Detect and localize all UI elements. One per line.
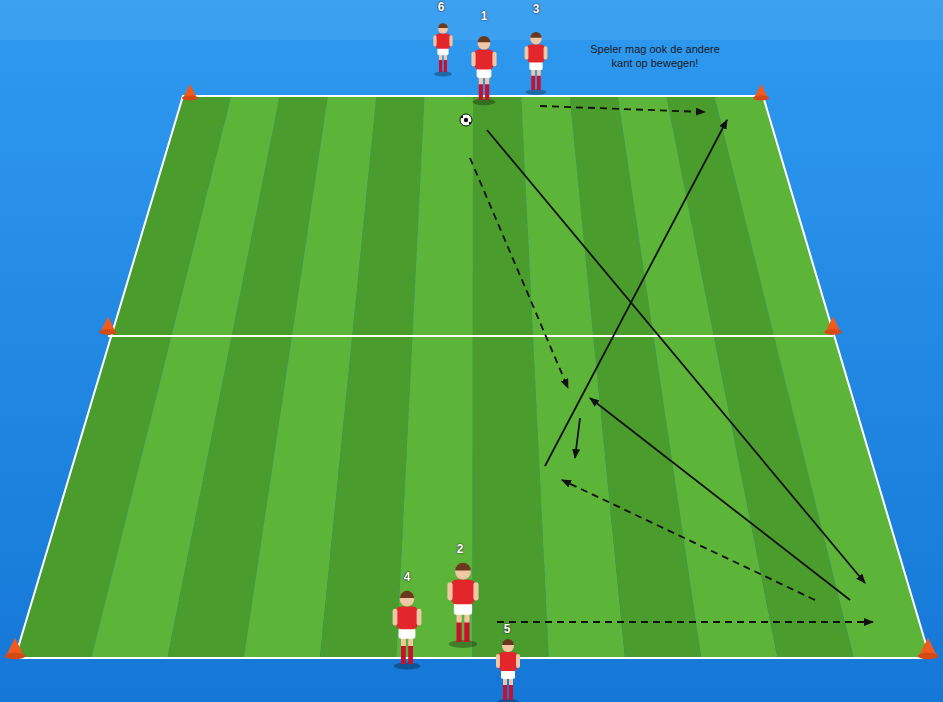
ball <box>460 114 472 126</box>
leg <box>408 645 413 664</box>
cone-base <box>5 653 26 660</box>
callout-number: 2 <box>457 542 464 556</box>
cone-base <box>918 653 939 660</box>
callout-number: 5 <box>504 622 511 636</box>
shirt <box>436 34 450 49</box>
leg-skin <box>479 77 483 84</box>
leg <box>464 621 469 642</box>
hair <box>400 591 414 598</box>
shirt <box>527 44 544 62</box>
shirt <box>451 580 474 605</box>
leg <box>485 83 489 100</box>
shorts <box>454 603 472 615</box>
shadow <box>434 72 452 77</box>
leg <box>537 75 541 90</box>
players <box>393 23 548 702</box>
shirt <box>499 652 517 671</box>
leg-skin <box>509 678 513 685</box>
shorts <box>529 62 542 71</box>
callout-number: 3 <box>533 2 540 16</box>
leg <box>401 645 406 664</box>
shadow <box>526 89 547 95</box>
hair <box>455 563 471 571</box>
shirt <box>396 606 418 629</box>
hair <box>502 639 514 645</box>
arm <box>525 46 529 59</box>
arm <box>496 654 500 668</box>
arm <box>516 654 520 668</box>
arm <box>447 582 452 600</box>
stripe <box>396 96 473 658</box>
arm <box>471 52 475 67</box>
leg <box>503 684 507 700</box>
arm <box>473 582 478 600</box>
arm <box>417 609 422 626</box>
arm <box>433 35 436 46</box>
shorts <box>437 48 448 55</box>
stripe <box>320 96 425 658</box>
leg-skin <box>485 77 489 84</box>
cone-base <box>99 329 117 335</box>
shorts <box>477 69 492 78</box>
leg <box>457 621 462 642</box>
leg-skin <box>457 613 462 622</box>
shadow <box>497 699 519 702</box>
arm <box>544 46 548 59</box>
half-line <box>108 335 833 337</box>
cone-base <box>824 329 842 335</box>
arm <box>492 52 496 67</box>
leg-skin <box>503 678 507 685</box>
head <box>530 33 541 44</box>
leg-skin <box>444 54 447 60</box>
field-outline <box>15 96 930 658</box>
hair <box>438 23 448 28</box>
leg-skin <box>537 69 541 76</box>
leg <box>444 59 447 72</box>
cones <box>5 84 939 659</box>
arm <box>393 609 398 626</box>
callout-number: 6 <box>438 0 445 14</box>
leg <box>531 75 535 90</box>
leg-skin <box>531 69 535 76</box>
shadow <box>394 662 420 669</box>
hair <box>478 36 491 42</box>
shorts <box>501 670 515 679</box>
shorts <box>399 628 416 639</box>
head <box>438 24 448 34</box>
arm <box>449 35 452 46</box>
callout-number: 1 <box>481 9 488 23</box>
shadow <box>449 640 478 648</box>
leg <box>509 684 513 700</box>
cone-base <box>753 96 769 101</box>
leg <box>439 59 442 72</box>
leg-skin <box>401 638 406 646</box>
note-text: Speler mag ook de andere kant op bewegen… <box>589 42 721 70</box>
leg <box>479 83 483 100</box>
arrows <box>470 106 873 622</box>
leg-skin <box>464 613 469 622</box>
head <box>502 640 514 652</box>
cone-base <box>182 96 198 101</box>
leg-skin <box>439 54 442 60</box>
shadow <box>472 99 495 105</box>
leg-skin <box>408 638 413 646</box>
hair <box>530 32 541 38</box>
callout-number: 4 <box>404 570 411 584</box>
stripe <box>715 96 930 658</box>
shirt <box>475 50 494 70</box>
field-stripes <box>15 96 930 658</box>
